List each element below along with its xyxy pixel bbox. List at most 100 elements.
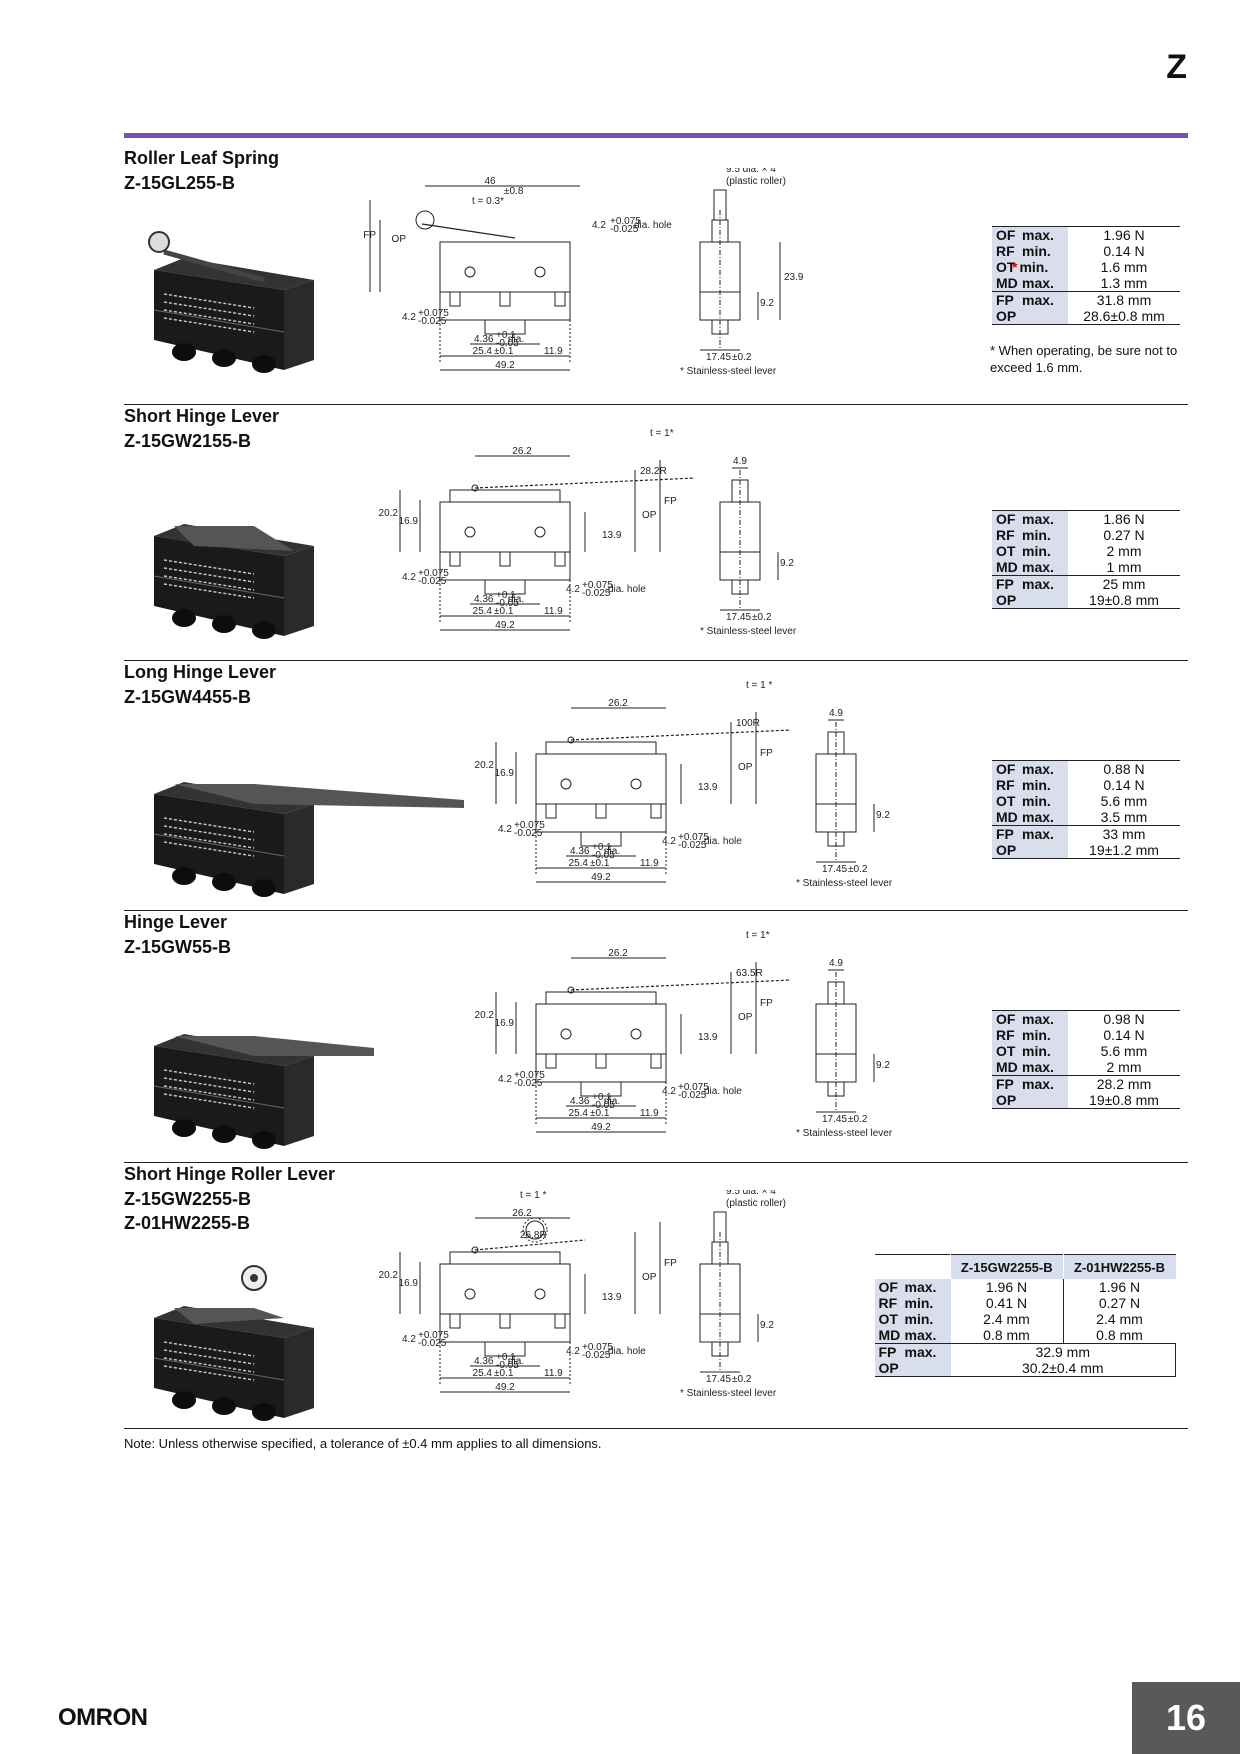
dim-width: 26.2 bbox=[512, 1208, 532, 1219]
section-rule bbox=[124, 404, 1188, 405]
dimension-drawing: 26.263.5Rt = 1*20.216.913.9OPFP4.2+0.075… bbox=[475, 930, 893, 1139]
dim-left-hole-tol-dn: -0.025 bbox=[418, 316, 447, 327]
spec-value: 19±1.2 mm bbox=[1089, 842, 1159, 858]
dim-op: OP bbox=[738, 1012, 753, 1023]
spec-value-2: 0.8 mm bbox=[1096, 1327, 1143, 1343]
spec-key: OP bbox=[874, 1360, 951, 1377]
lever-note: * Stainless-steel lever bbox=[680, 1388, 777, 1399]
dim-hole: 4.2 bbox=[662, 836, 676, 847]
side-roller-label: 9.5 dia. × 4 bbox=[726, 1190, 776, 1197]
spec-abbr: FP bbox=[996, 826, 1014, 842]
spec-value: 2 mm bbox=[1106, 1059, 1142, 1075]
dim-pitch-tol: ±0.1 bbox=[494, 346, 514, 357]
spec-abbr: RF bbox=[996, 243, 1015, 259]
spec-qualifier: max. bbox=[1022, 761, 1054, 777]
dimension-drawing: 26.228.2Rt = 1*20.216.913.9OPFP4.2+0.075… bbox=[379, 428, 797, 637]
spec-abbr: OF bbox=[878, 1279, 898, 1295]
dim-left-hole-tol-up: +0.075 bbox=[514, 820, 545, 831]
side-width: 17.45 bbox=[822, 864, 847, 875]
side-width-tol: ±0.2 bbox=[752, 612, 772, 623]
spec-qualifier: max. bbox=[1022, 576, 1054, 592]
side-width-top: 4.9 bbox=[733, 456, 747, 467]
lever-note: * Stainless-steel lever bbox=[700, 626, 797, 637]
dim-left-hole-tol-up: +0.075 bbox=[418, 308, 449, 319]
side-width-tol: ±0.2 bbox=[732, 1374, 752, 1385]
dim-hole-tol-dn: -0.025 bbox=[582, 1350, 611, 1361]
dim-thickness: t = 1 * bbox=[746, 680, 773, 691]
dim-pin-tol-up: +0.1 bbox=[592, 842, 612, 853]
dim-fp: FP bbox=[664, 1258, 677, 1269]
spec-qualifier: min. bbox=[1022, 543, 1051, 559]
spec-qualifier: max. bbox=[1022, 826, 1054, 842]
spec-abbr: MD bbox=[996, 809, 1018, 825]
spec-abbr: OP bbox=[996, 308, 1017, 324]
spec-value: 1 mm bbox=[1106, 559, 1142, 575]
spec-key: OF max. bbox=[992, 760, 1068, 777]
switch-photo bbox=[153, 1034, 374, 1149]
side-width-top: 4.9 bbox=[829, 958, 843, 969]
side-roller-label: 9.5 dia. × 4 bbox=[726, 168, 776, 175]
dim-left-hole: 4.2 bbox=[498, 824, 512, 835]
dim-hole-tol-up: +0.075 bbox=[582, 1342, 613, 1353]
side-roller-label-2: (plastic roller) bbox=[726, 176, 786, 187]
spec-abbr: RF bbox=[996, 777, 1015, 793]
switch-photo bbox=[153, 782, 464, 897]
dim-height-1: 20.2 bbox=[379, 1270, 399, 1281]
spec-key: OP bbox=[992, 592, 1068, 609]
dim-pin-tol-up: +0.1 bbox=[496, 590, 516, 601]
dim-pitch-tol: ±0.1 bbox=[590, 1108, 610, 1119]
dim-pitch: 25.4 bbox=[473, 1368, 493, 1379]
series-letter: Z bbox=[1166, 48, 1187, 86]
spec-value: 1.96 N bbox=[1103, 227, 1145, 243]
spec-value: 33 mm bbox=[1068, 825, 1180, 842]
dimension-drawing: 26.226.8Rt = 1 *20.216.913.9OPFP4.2+0.07… bbox=[379, 1190, 786, 1399]
dim-total: 49.2 bbox=[591, 1122, 611, 1133]
dim-pin-tol-up: +0.1 bbox=[592, 1092, 612, 1103]
dim-pin-label: dia. bbox=[508, 334, 524, 345]
spec-abbr: RF bbox=[996, 1027, 1015, 1043]
dim-width: 46 bbox=[484, 176, 496, 187]
spec-qualifier: max. bbox=[1022, 809, 1054, 825]
dim-thickness: t = 1* bbox=[650, 428, 674, 439]
side-small-dim: 9.2 bbox=[760, 1320, 774, 1331]
product-photo bbox=[153, 1265, 314, 1421]
spec-value: 19±0.8 mm bbox=[1089, 1092, 1159, 1108]
spec-value: 28.6±0.8 mm bbox=[1083, 308, 1165, 324]
side-height: 23.9 bbox=[784, 272, 804, 283]
dim-pitch: 25.4 bbox=[473, 346, 493, 357]
side-small-dim: 9.2 bbox=[760, 298, 774, 309]
dim-end: 11.9 bbox=[544, 346, 563, 357]
spec-column-header: Z-01HW2255-B bbox=[1062, 1254, 1176, 1279]
section-rule bbox=[124, 660, 1188, 661]
spec-abbr: OF bbox=[996, 761, 1016, 777]
side-view-drawing: 9.5 dia. × 4(plastic roller)23.99.217.45… bbox=[680, 168, 804, 377]
spec-value: 0.41 N bbox=[950, 1295, 1064, 1311]
dim-pin-label: dia. bbox=[508, 594, 524, 605]
dim-pitch-tol: ±0.1 bbox=[494, 606, 514, 617]
side-width: 17.45 bbox=[706, 1374, 731, 1385]
dim-total: 49.2 bbox=[495, 360, 515, 371]
spec-value: 28.2 mm bbox=[1068, 1075, 1180, 1092]
spec-value: 1.96 N bbox=[950, 1279, 1064, 1295]
spec-abbr: OP bbox=[878, 1360, 899, 1376]
spec-value: 1.3 mm bbox=[1100, 275, 1148, 291]
dim-hole: 4.2 bbox=[566, 1346, 580, 1357]
dim-pin-label: dia. bbox=[604, 1096, 620, 1107]
dim-pin-tol-dn: -0.05 bbox=[496, 338, 519, 349]
